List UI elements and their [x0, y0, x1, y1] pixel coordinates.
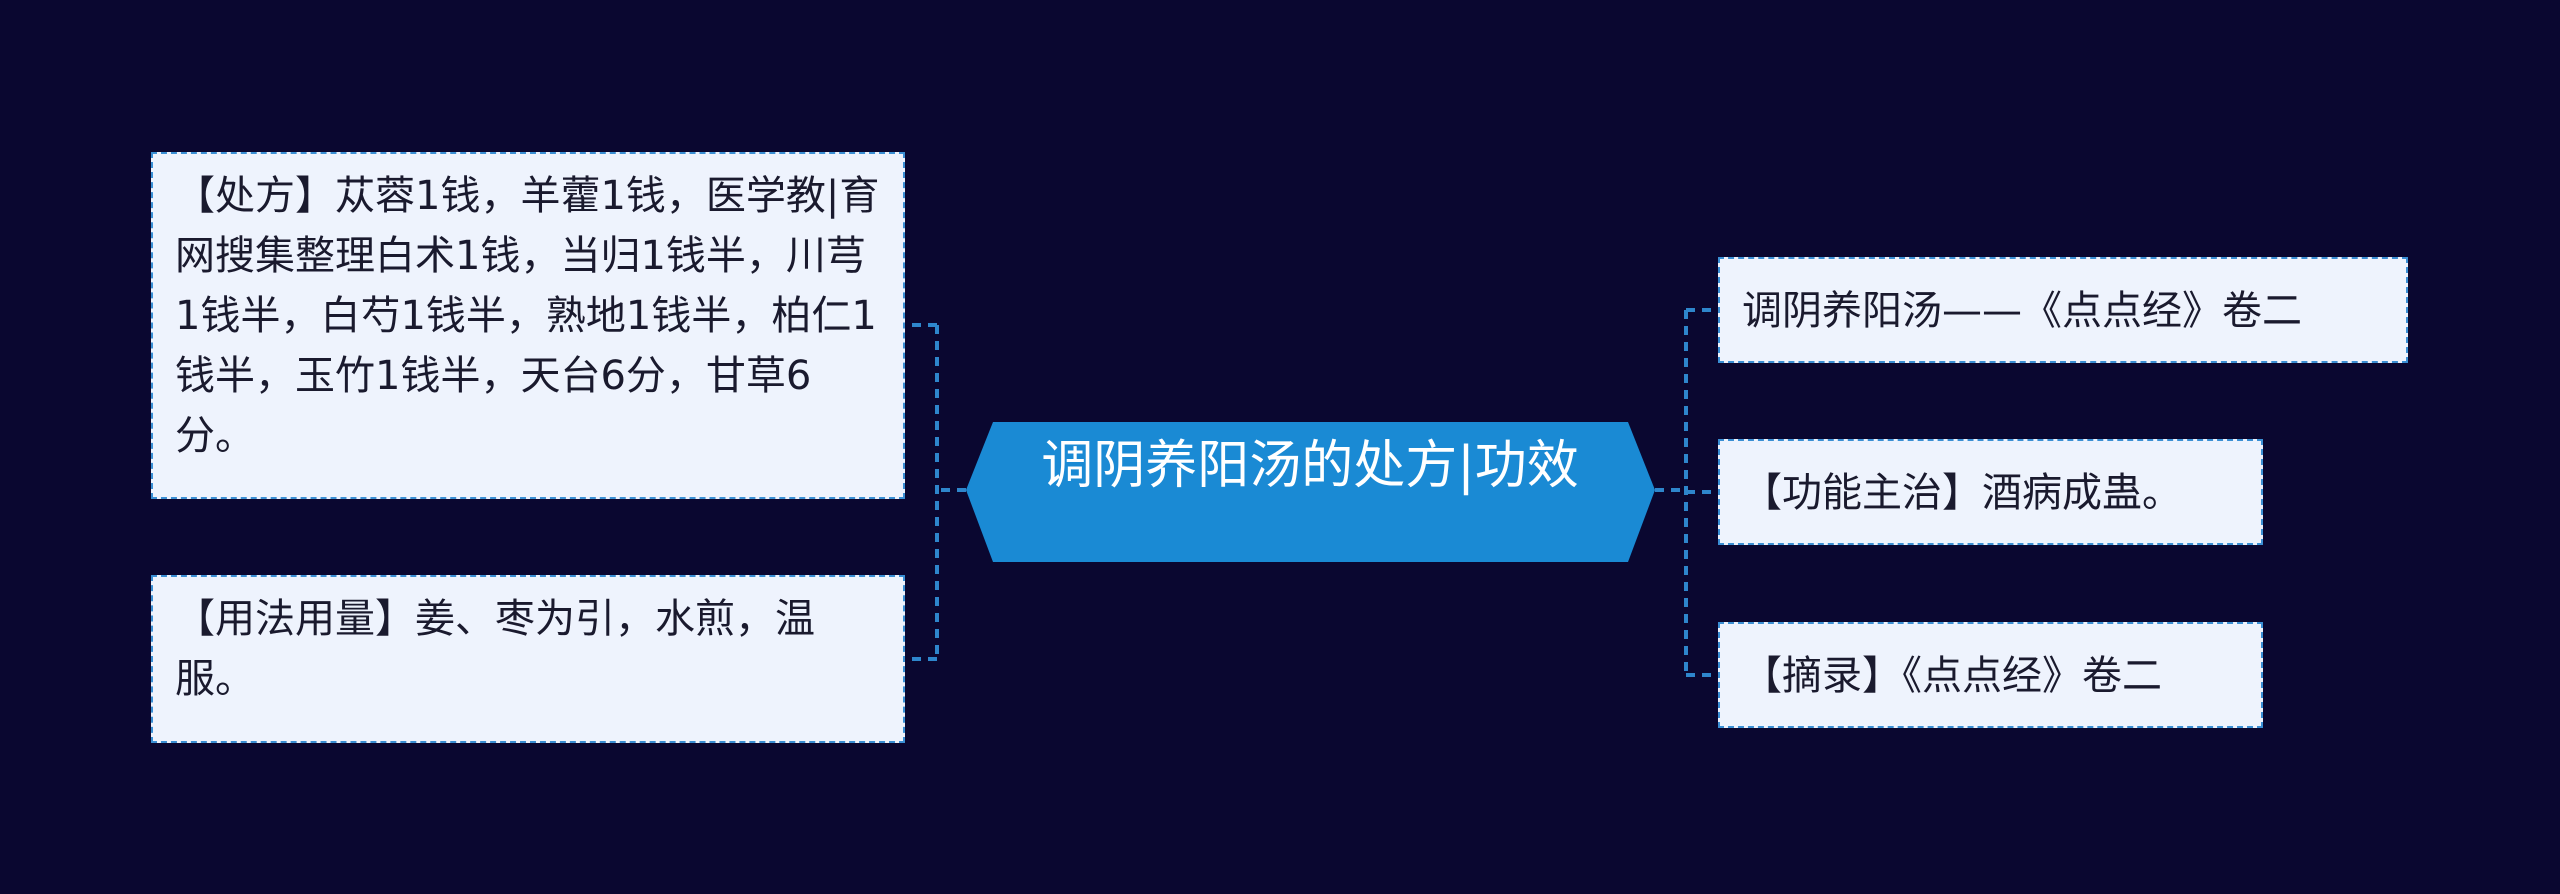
excerpt-node[interactable]: 【摘录】《点点经》卷二	[1718, 622, 2263, 728]
central-topic-shape[interactable]	[966, 422, 1655, 562]
prescription-text: 【处方】苁蓉1钱，羊藿1钱，医学教|育网搜集整理白术1钱，当归1钱半，川芎1钱半…	[175, 173, 880, 459]
usage-dosage-text: 【用法用量】姜、枣为引，水煎，温服。	[175, 596, 815, 702]
prescription-node[interactable]: 【处方】苁蓉1钱，羊藿1钱，医学教|育网搜集整理白术1钱，当归1钱半，川芎1钱半…	[151, 152, 905, 499]
usage-dosage-node[interactable]: 【用法用量】姜、枣为引，水煎，温服。	[151, 575, 905, 743]
formula-source-text: 调阴养阳汤——《点点经》卷二	[1742, 288, 2302, 334]
left-connectors	[907, 323, 966, 661]
function-indication-node[interactable]: 【功能主治】酒病成蛊。	[1718, 439, 2263, 545]
right-connectors	[1655, 308, 1716, 677]
function-indication-text: 【功能主治】酒病成蛊。	[1742, 470, 2182, 516]
central-topic-label[interactable]: 调阴养阳汤的处方|功效	[1041, 436, 1579, 496]
formula-source-node[interactable]: 调阴养阳汤——《点点经》卷二	[1718, 257, 2408, 363]
excerpt-text: 【摘录】《点点经》卷二	[1742, 653, 2162, 699]
